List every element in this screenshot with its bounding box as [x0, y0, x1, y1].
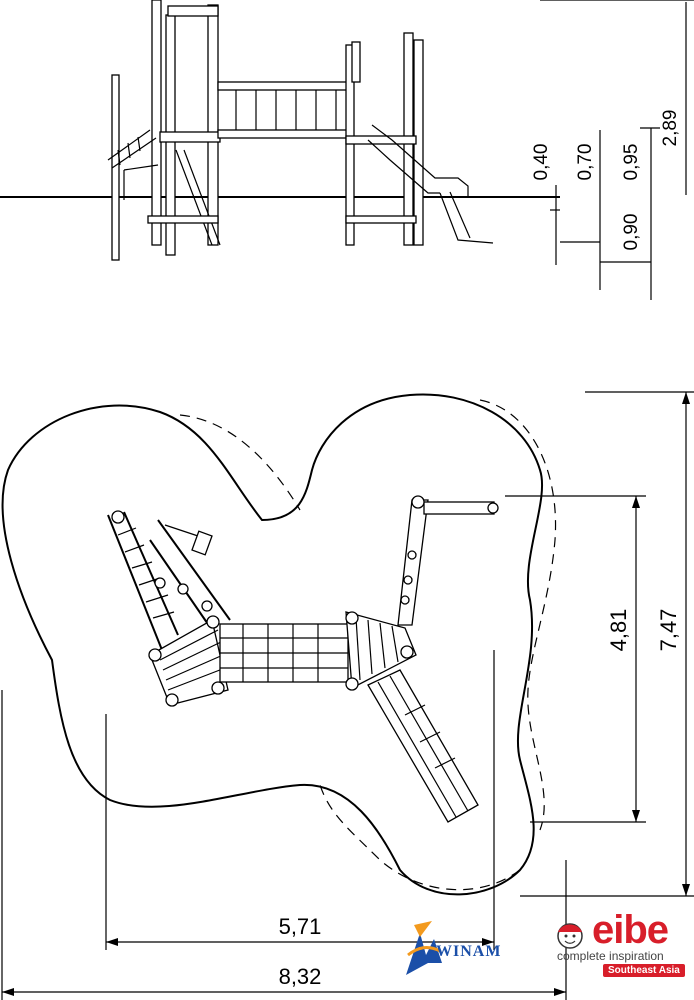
safety-zone-outline	[1, 393, 544, 896]
climbing-ladder-plan	[107, 510, 231, 651]
eibe-face-icon	[557, 923, 583, 949]
dim-070: 0,70	[575, 144, 596, 181]
slide-side	[367, 124, 494, 244]
tower-a-base	[147, 215, 219, 224]
plan-dimensions: 5,71 8,32 4,81 7,47	[1, 391, 694, 1000]
dim-inner-depth: 4,81	[606, 609, 631, 652]
tower-a-post-3	[207, 4, 219, 246]
eibe-region-badge: Southeast Asia	[603, 964, 685, 977]
slide-plan	[367, 669, 479, 823]
deck-b-plan	[345, 611, 417, 691]
dim-090: 0,90	[621, 214, 642, 251]
dim-outer-depth: 7,47	[656, 609, 681, 652]
tower-a-deck	[159, 131, 221, 143]
eibe-logo-text: eibe	[592, 908, 669, 952]
eibe-tagline: complete inspiration	[557, 949, 664, 963]
dim-height-total: 2,89	[660, 110, 681, 147]
safety-zone-dashed	[179, 399, 557, 891]
fireman-arm-plan	[397, 495, 499, 626]
tower-b-post-1	[345, 44, 355, 246]
winam-logo-text: WINAM	[436, 943, 502, 960]
dim-inner-length: 5,71	[279, 914, 322, 939]
tower-a-roof-beam	[167, 5, 219, 17]
plan-view: 5,71 8,32 4,81 7,47	[1, 391, 694, 1000]
tower-a-post-1	[151, 0, 162, 246]
side-elevation: 2,89 0,40 0,70 0,95 0,90	[0, 0, 694, 300]
tower-b-base	[345, 215, 417, 224]
climbing-ladder	[107, 129, 221, 246]
dim-outer-length: 8,32	[279, 964, 322, 989]
side-dimensions: 2,89 0,40 0,70 0,95 0,90	[531, 0, 694, 300]
winam-logo-icon	[406, 921, 442, 975]
bridge-plan	[219, 623, 349, 683]
dim-095: 0,95	[621, 144, 642, 181]
tower-b-deck	[345, 135, 417, 145]
tower-b-post-2	[351, 41, 361, 83]
bridge	[217, 81, 351, 139]
dim-040: 0,40	[531, 144, 552, 181]
deck-a-plan	[148, 615, 229, 707]
